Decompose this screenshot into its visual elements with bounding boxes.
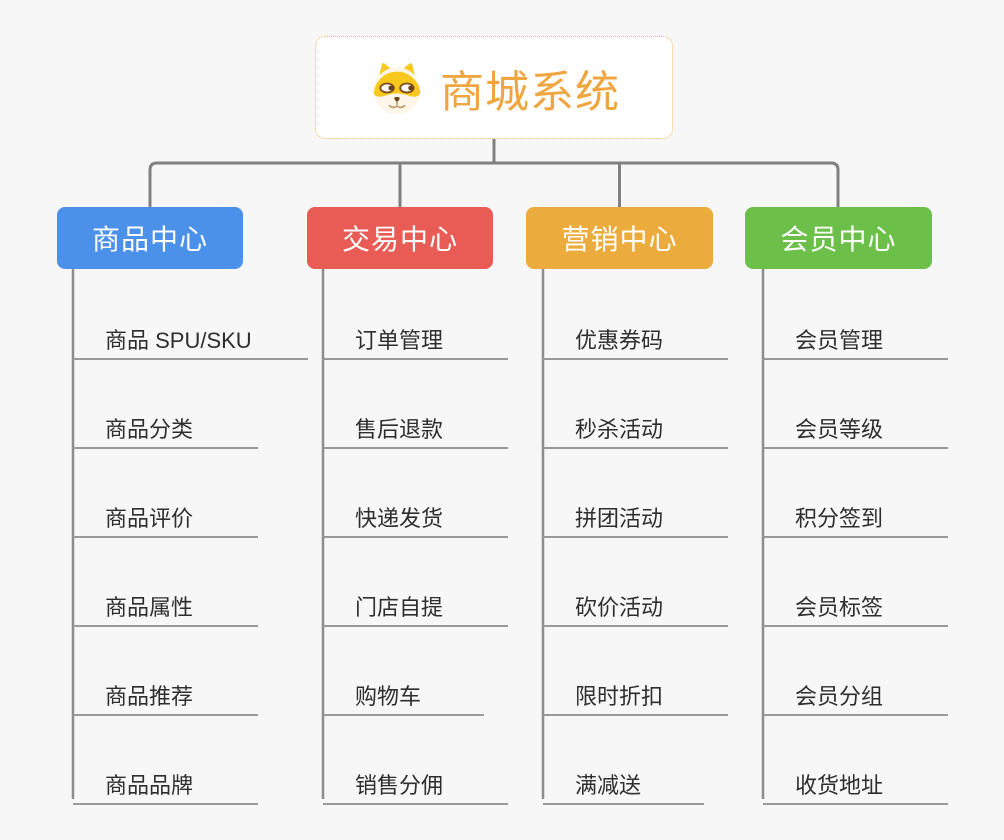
branch-node-member[interactable]: 会员中心	[745, 207, 932, 269]
leaf-node[interactable]: 拼团活动	[543, 493, 728, 538]
leaf-node[interactable]: 商品推荐	[73, 671, 258, 716]
root-title: 商城系统	[440, 67, 620, 117]
leaf-node[interactable]: 售后退款	[323, 404, 508, 449]
leaf-node[interactable]: 商品 SPU/SKU	[73, 315, 308, 360]
leaf-node[interactable]: 会员管理	[763, 315, 948, 360]
leaf-node[interactable]: 商品分类	[73, 404, 258, 449]
leaf-node[interactable]: 订单管理	[323, 315, 508, 360]
leaf-node[interactable]: 会员分组	[763, 671, 948, 716]
branch-label: 会员中心	[780, 224, 897, 255]
leaf-node[interactable]: 销售分佣	[323, 760, 508, 805]
leaf-node[interactable]: 商品品牌	[73, 760, 258, 805]
leaf-node[interactable]: 积分签到	[763, 493, 948, 538]
leaf-node[interactable]: 快递发货	[323, 493, 508, 538]
dog-face-icon	[373, 62, 421, 114]
leaf-node[interactable]: 砍价活动	[543, 582, 728, 627]
branch-node-product[interactable]: 商品中心	[57, 207, 243, 269]
leaf-node[interactable]: 满减送	[543, 760, 704, 805]
branch-label: 商品中心	[91, 224, 208, 255]
leaf-node[interactable]: 优惠券码	[543, 315, 728, 360]
root-node[interactable]: 商城系统	[315, 36, 673, 139]
branch-label: 交易中心	[341, 224, 458, 255]
branch-label: 营销中心	[561, 224, 678, 255]
leaf-node[interactable]: 门店自提	[323, 582, 508, 627]
leaf-node[interactable]: 收货地址	[763, 760, 948, 805]
leaf-node[interactable]: 限时折扣	[543, 671, 728, 716]
leaf-node[interactable]: 会员标签	[763, 582, 948, 627]
leaf-node[interactable]: 会员等级	[763, 404, 948, 449]
branch-node-trade[interactable]: 交易中心	[307, 207, 493, 269]
leaf-node[interactable]: 商品评价	[73, 493, 258, 538]
branch-node-marketing[interactable]: 营销中心	[526, 207, 713, 269]
leaf-node[interactable]: 秒杀活动	[543, 404, 728, 449]
leaf-node[interactable]: 商品属性	[73, 582, 258, 627]
leaf-node[interactable]: 购物车	[323, 671, 484, 716]
